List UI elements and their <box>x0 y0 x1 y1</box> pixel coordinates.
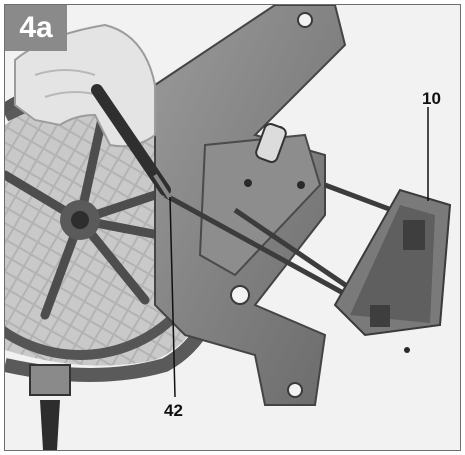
leader-line-42 <box>169 196 176 398</box>
figure-tag: 4a <box>5 5 67 51</box>
tool-photo <box>5 5 460 450</box>
callout-10: 10 <box>422 89 441 108</box>
figure-frame: 4a 10 42 <box>4 4 461 451</box>
screwdriver <box>91 84 171 196</box>
handle <box>40 400 60 450</box>
callout-42: 42 <box>164 401 183 420</box>
